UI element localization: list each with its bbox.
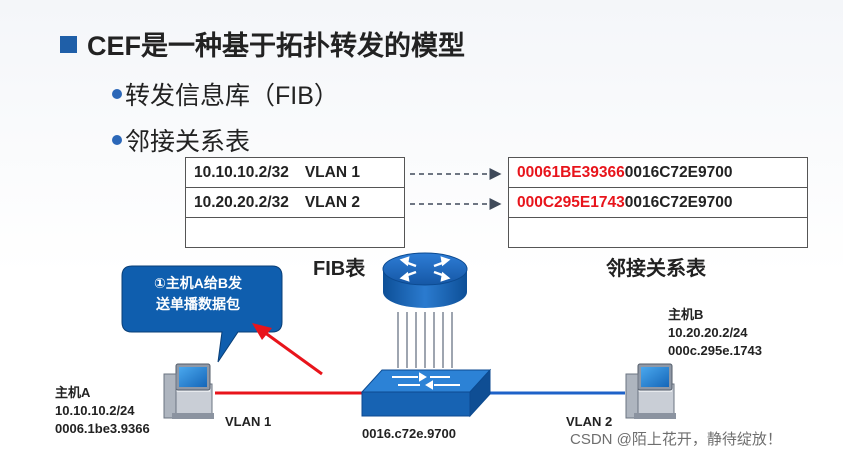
host-a-ip: 10.10.10.2/24 bbox=[55, 403, 135, 418]
host-a-mac: 0006.1be3.9366 bbox=[55, 421, 150, 436]
adjacency-row-empty bbox=[508, 217, 808, 248]
fib-row: 10.20.20.2/32 VLAN 2 bbox=[185, 187, 405, 218]
fib-prefix: 10.10.10.2/32 bbox=[194, 163, 289, 181]
callout-line-2: 送单播数据包 bbox=[156, 296, 240, 312]
router-icon bbox=[382, 252, 468, 308]
adjacency-src-mac: 0016C72E9700 bbox=[624, 163, 733, 181]
host-b-label: 主机B 10.20.20.2/24 000c.295e.1743 bbox=[668, 306, 762, 360]
switch-mac-label: 0016.c72e.9700 bbox=[362, 426, 456, 441]
host-a-label: 主机A 10.10.10.2/24 0006.1be3.9366 bbox=[55, 384, 150, 438]
fib-cell: 10.20.20.2/32 VLAN 2 bbox=[185, 187, 405, 218]
adjacency-table: 00061BE393660016C72E9700 000C295E1743001… bbox=[508, 157, 808, 248]
switch-icon bbox=[360, 368, 492, 418]
bullet-fib-text: 转发信息库（FIB） bbox=[125, 82, 339, 110]
host-a-computer-icon bbox=[163, 363, 214, 419]
vlan2-label: VLAN 2 bbox=[566, 414, 613, 429]
callout-bubble bbox=[121, 265, 283, 363]
red-pointer-arrow bbox=[252, 323, 323, 376]
bullet-adjacency: 邻接关系表 bbox=[112, 122, 250, 158]
router-switch-connectors bbox=[397, 312, 453, 368]
vlan1-label: VLAN 1 bbox=[225, 414, 272, 429]
host-b-name: 主机B bbox=[668, 307, 704, 322]
bullet-dot-icon bbox=[112, 135, 122, 145]
host-b-ip: 10.20.20.2/24 bbox=[668, 325, 748, 340]
adjacency-cell-empty bbox=[508, 217, 808, 248]
bullet-dot-icon bbox=[112, 89, 122, 99]
adjacency-dst-mac: 000C295E1743 bbox=[517, 193, 625, 211]
fib-table: 10.10.10.2/32 VLAN 1 10.20.20.2/32 VLAN 2 bbox=[185, 157, 405, 248]
slide-title: CEF是一种基于拓扑转发的模型 bbox=[60, 24, 465, 63]
host-a-name: 主机A bbox=[55, 385, 91, 400]
host-b-computer-icon bbox=[625, 363, 676, 419]
adjacency-dst-mac: 00061BE39366 bbox=[517, 163, 625, 181]
adjacency-cell: 000C295E17430016C72E9700 bbox=[508, 187, 808, 218]
fib-prefix: 10.20.20.2/32 bbox=[194, 193, 289, 211]
fib-vlan: VLAN 1 bbox=[304, 163, 360, 181]
adjacency-row: 000C295E17430016C72E9700 bbox=[508, 187, 808, 218]
host-b-mac: 000c.295e.1743 bbox=[668, 343, 762, 358]
fib-vlan: VLAN 2 bbox=[304, 193, 360, 211]
bullet-adjacency-text: 邻接关系表 bbox=[125, 128, 251, 156]
adjacency-src-mac: 0016C72E9700 bbox=[624, 193, 733, 211]
title-square-bullet bbox=[60, 36, 77, 53]
slide-title-text: CEF是一种基于拓扑转发的模型 bbox=[87, 31, 465, 61]
fib-cell-empty bbox=[185, 217, 405, 248]
bullet-fib: 转发信息库（FIB） bbox=[112, 76, 339, 112]
fib-caption: FIB表 bbox=[313, 258, 366, 280]
adjacency-caption: 邻接关系表 bbox=[606, 258, 706, 280]
callout-text: ①主机A给B发 送单播数据包 bbox=[130, 273, 266, 315]
callout-line-1: ①主机A给B发 bbox=[153, 275, 243, 291]
watermark: CSDN @陌上花开，静待绽放！ bbox=[570, 431, 782, 448]
fib-row-empty bbox=[185, 217, 405, 248]
